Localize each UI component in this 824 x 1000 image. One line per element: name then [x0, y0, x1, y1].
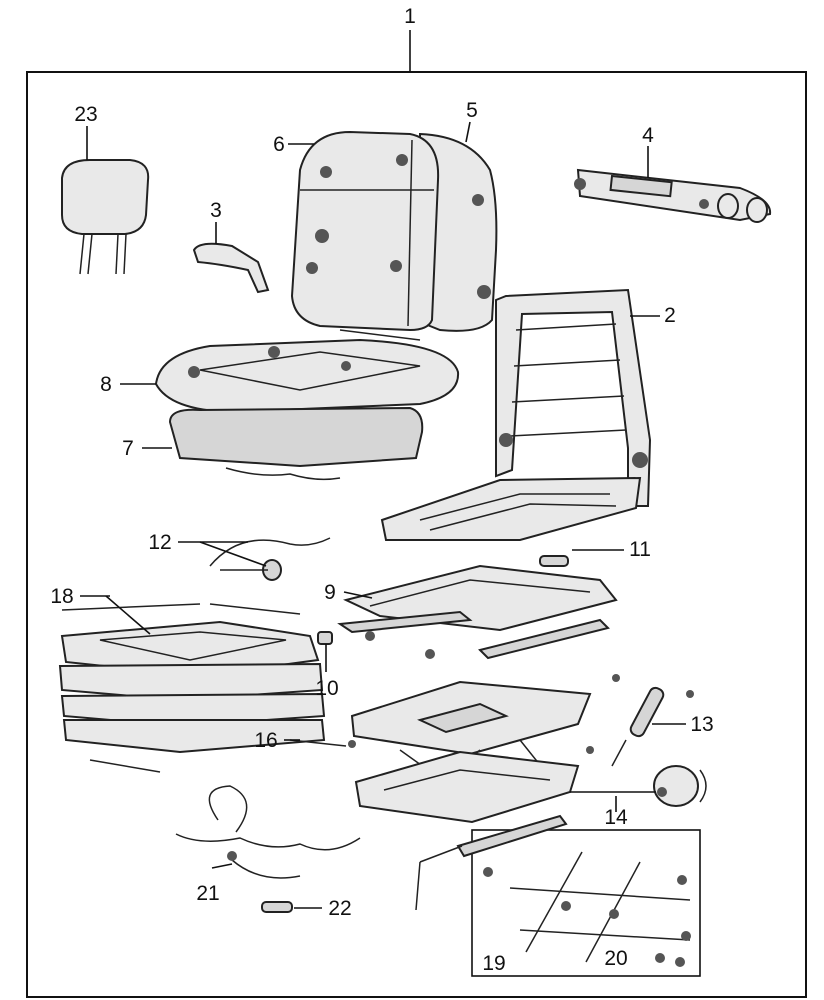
weight-adjust-knob — [653, 765, 707, 807]
callout-9: 9 — [324, 581, 336, 604]
leader-5 — [465, 121, 471, 143]
hose-fitting — [261, 901, 293, 913]
air-hose — [175, 785, 361, 879]
callout-22: 22 — [328, 897, 351, 920]
callout-1: 1 — [404, 5, 416, 28]
callout-12: 12 — [148, 531, 171, 554]
callout-8: 8 — [100, 373, 112, 396]
backrest-cushion — [290, 130, 440, 341]
headrest — [61, 159, 150, 275]
callout-3: 3 — [210, 199, 222, 222]
callout-2: 2 — [664, 304, 676, 327]
suspension-bellows — [58, 603, 326, 773]
callout-7: 7 — [122, 437, 134, 460]
leader-12b — [199, 541, 267, 567]
callout-16: 16 — [254, 729, 277, 752]
scissor-suspension — [350, 680, 592, 824]
callout-21: 21 — [196, 882, 219, 905]
slide-rails — [337, 564, 618, 660]
callout-20: 20 — [604, 947, 627, 970]
diagram-frame — [26, 71, 807, 998]
callout-19: 19 — [482, 952, 505, 975]
shock-absorber — [586, 674, 694, 767]
detail-inset — [471, 829, 701, 977]
seat-frame — [380, 288, 652, 541]
leader-18b — [105, 595, 151, 635]
callout-6: 6 — [273, 133, 285, 156]
armrest-assembly — [574, 168, 772, 223]
bushing — [317, 631, 333, 645]
callout-13: 13 — [690, 713, 713, 736]
callout-10: 10 — [315, 677, 338, 700]
leader-9 — [343, 591, 373, 599]
recline-lever — [192, 242, 270, 294]
seat-cushion — [154, 338, 460, 414]
leader-21 — [211, 863, 233, 869]
release-cable — [209, 537, 331, 581]
callout-11: 11 — [629, 538, 651, 561]
seat-foam — [168, 406, 424, 481]
callout-14: 14 — [604, 806, 628, 829]
backrest-cover — [419, 132, 498, 332]
bolt — [289, 739, 356, 748]
callout-23: 23 — [74, 103, 97, 126]
callout-5: 5 — [466, 99, 478, 122]
callout-18: 18 — [50, 585, 73, 608]
callout-4: 4 — [642, 124, 654, 147]
rail-hardware — [483, 851, 691, 967]
seat-rails — [415, 814, 568, 911]
spring — [539, 555, 569, 567]
